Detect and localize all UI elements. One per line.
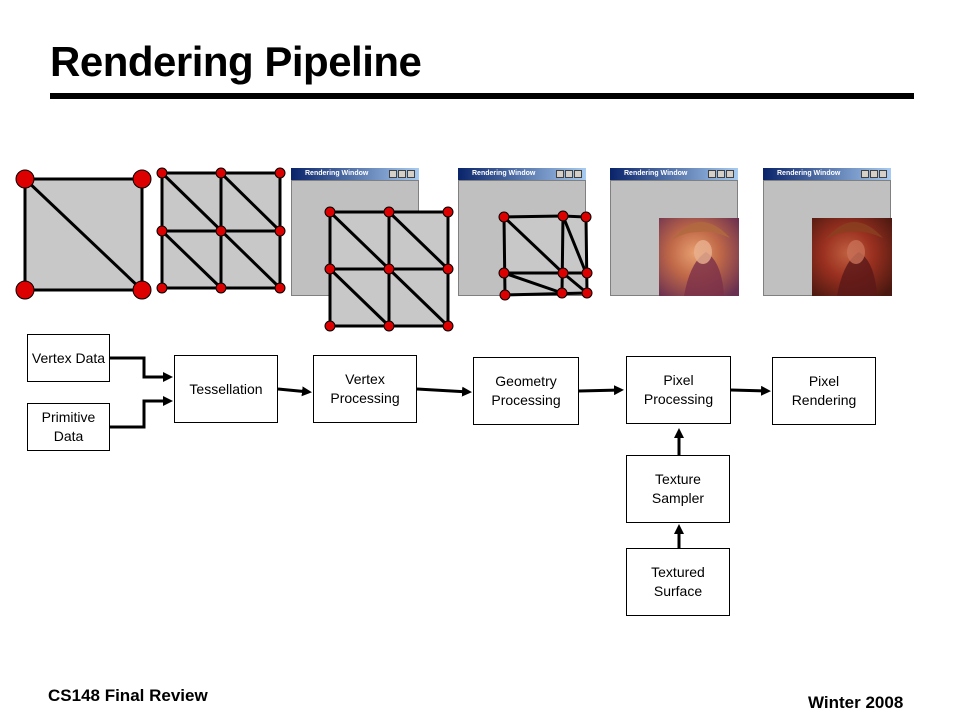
arrow-vertex-data-to-tessellation (110, 356, 173, 382)
vertex-processing-box: Vertex Processing (313, 355, 417, 423)
geometry-processed-mesh (498, 210, 593, 301)
quad-mesh (15, 169, 152, 300)
slide-title: Rendering Pipeline (50, 38, 422, 85)
window-title-bar: Rendering Window (458, 168, 586, 180)
tessellation-box: Tessellation (174, 355, 278, 423)
close-icon (726, 170, 734, 178)
maximize-icon (398, 170, 406, 178)
vertex-data-box: Vertex Data (27, 334, 110, 382)
minimize-icon (708, 170, 716, 178)
tessellated-mesh (156, 167, 286, 294)
window-title-bar: Rendering Window (763, 168, 891, 180)
primitive-data-box: Primitive Data (27, 403, 110, 451)
maximize-icon (565, 170, 573, 178)
textured-surface-box: Textured Surface (626, 548, 730, 616)
minimize-icon (389, 170, 397, 178)
arrow-pixel-processing-to-pixel-rendering (730, 385, 771, 396)
geometry-processing-box: Geometry Processing (473, 357, 579, 425)
arrow-tessellation-to-vertex-processing (277, 386, 312, 397)
close-icon (879, 170, 887, 178)
maximize-icon (717, 170, 725, 178)
vertex-processed-mesh (324, 206, 454, 332)
arrow-vertex-processing-to-geometry-processing (416, 386, 472, 397)
close-icon (407, 170, 415, 178)
texture-sampler-box: Texture Sampler (626, 455, 730, 523)
pixel-rendering-box: Pixel Rendering (772, 357, 876, 425)
footer-term: Winter 2008 (808, 693, 904, 712)
close-icon (574, 170, 582, 178)
minimize-icon (861, 170, 869, 178)
window-title-bar: Rendering Window (610, 168, 738, 180)
maximize-icon (870, 170, 878, 178)
rendered-image-photo (812, 218, 892, 296)
minimize-icon (556, 170, 564, 178)
footer-course: CS148 Final Review (48, 686, 208, 705)
title-underline (50, 93, 914, 99)
window-title-bar: Rendering Window (291, 168, 419, 180)
arrow-primitive-data-to-tessellation (110, 396, 173, 429)
pixel-processing-box: Pixel Processing (626, 356, 731, 424)
textured-image-photo (659, 218, 739, 296)
arrow-geometry-processing-to-pixel-processing (578, 385, 624, 396)
